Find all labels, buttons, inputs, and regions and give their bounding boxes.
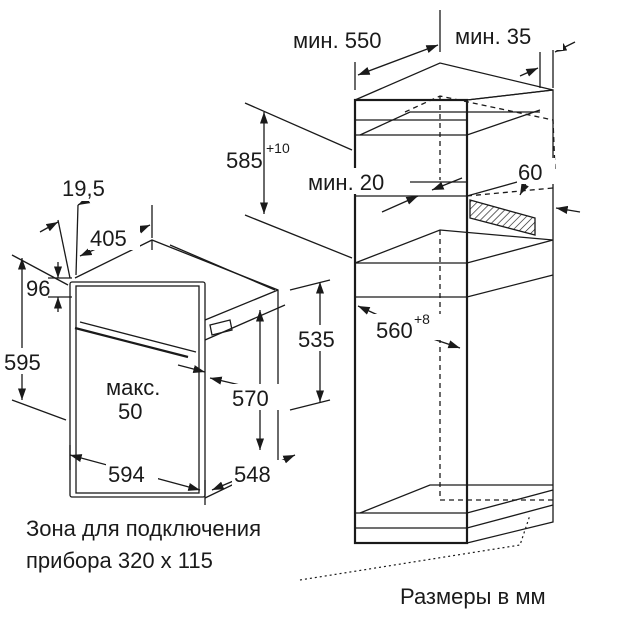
label-bg — [298, 325, 350, 351]
label-bg — [232, 460, 284, 486]
label-niche-height-tolerance: +10 — [266, 140, 290, 156]
oven-handle-top — [79, 321, 197, 353]
cabinet-bottom-back — [359, 484, 553, 514]
dim-arrow-trim — [39, 221, 59, 233]
label-trim: 19,5 — [62, 176, 105, 201]
oven-body-side — [204, 289, 286, 341]
label-bg — [58, 175, 114, 201]
oven-hinge — [209, 319, 233, 336]
dim-arrow-60b — [555, 205, 581, 214]
label-max-line2: 50 — [118, 399, 142, 424]
note-connection-zone-line2: прибора 320 x 115 — [26, 548, 213, 573]
cabinet-side — [466, 89, 554, 544]
label-inner-height: 570 — [232, 386, 269, 411]
cabinet-niche-top — [354, 229, 554, 264]
label-max-line1: макс. — [106, 375, 160, 400]
label-total-depth: 548 — [234, 462, 271, 487]
dim-arrow-max50b — [209, 376, 241, 386]
dim-arrow-min35-right — [554, 41, 576, 53]
dim-arrow-cabinet-width — [357, 44, 439, 76]
ext-line — [57, 219, 71, 279]
dim-arrow-max50 — [177, 364, 206, 374]
dimension-labels: мин. 550 мин. 35 585 +10 мин. 20 60 560 … — [2, 22, 563, 487]
ext-line — [289, 279, 331, 291]
ext-line — [11, 399, 67, 421]
cabinet-top — [354, 62, 554, 101]
cabinet-niche-dashed — [439, 230, 553, 501]
label-bg — [230, 384, 282, 410]
cabinet-plinth — [354, 528, 468, 543]
ext-line — [75, 204, 79, 276]
connection-zone-leader — [299, 514, 531, 581]
label-panel: 96 — [26, 276, 50, 301]
cabinet-niche-floor — [355, 274, 554, 298]
label-min35: мин. 35 — [455, 24, 531, 49]
label-cabinet-width: мин. 550 — [293, 28, 382, 53]
label-bg — [2, 348, 54, 374]
notes: Зона для подключения прибора 320 x 115 Р… — [26, 516, 546, 609]
label-bg — [455, 22, 563, 50]
vent-strip-hatch — [469, 199, 536, 236]
cabinet-recess-dashed — [404, 95, 556, 180]
ext-line — [244, 102, 353, 151]
ext-line — [11, 254, 69, 286]
note-connection-zone-line1: Зона для подключения — [26, 516, 261, 541]
label-vent: 60 — [518, 160, 542, 185]
oven-front-inner — [75, 285, 200, 494]
label-bg — [293, 24, 411, 52]
cabinet-upper-shelf — [355, 109, 541, 136]
label-oven-depth: 405 — [90, 226, 127, 251]
label-oven-height: 595 — [4, 350, 41, 375]
cabinet-bottom — [355, 489, 554, 529]
label-bg — [517, 158, 555, 184]
dim-arrow-min35-left — [519, 67, 539, 77]
label-niche-width-tolerance: +8 — [414, 311, 430, 327]
oven-top-edge — [151, 240, 276, 291]
label-niche-height: 585 — [226, 148, 263, 173]
label-bg — [88, 224, 140, 250]
oven-drawing — [11, 195, 331, 505]
cabinet-drawing — [244, 10, 581, 581]
label-body-height: 535 — [298, 327, 335, 352]
label-oven-width: 594 — [108, 462, 145, 487]
label-min20: мин. 20 — [308, 170, 384, 195]
label-bg — [106, 460, 158, 486]
label-bg — [104, 374, 180, 424]
dim-arrow-min20 — [381, 195, 419, 213]
ext-line — [244, 214, 353, 259]
label-bg — [308, 168, 410, 194]
oven-handle — [74, 326, 189, 359]
cabinet-front-frame — [353, 98, 469, 545]
ext-line — [289, 399, 331, 411]
note-units: Размеры в мм — [400, 584, 546, 609]
cabinet-upper-shelf-back — [359, 111, 540, 136]
label-bg — [374, 314, 444, 340]
dim-arrow-min20b — [431, 177, 463, 191]
label-niche-width: 560 — [376, 318, 413, 343]
